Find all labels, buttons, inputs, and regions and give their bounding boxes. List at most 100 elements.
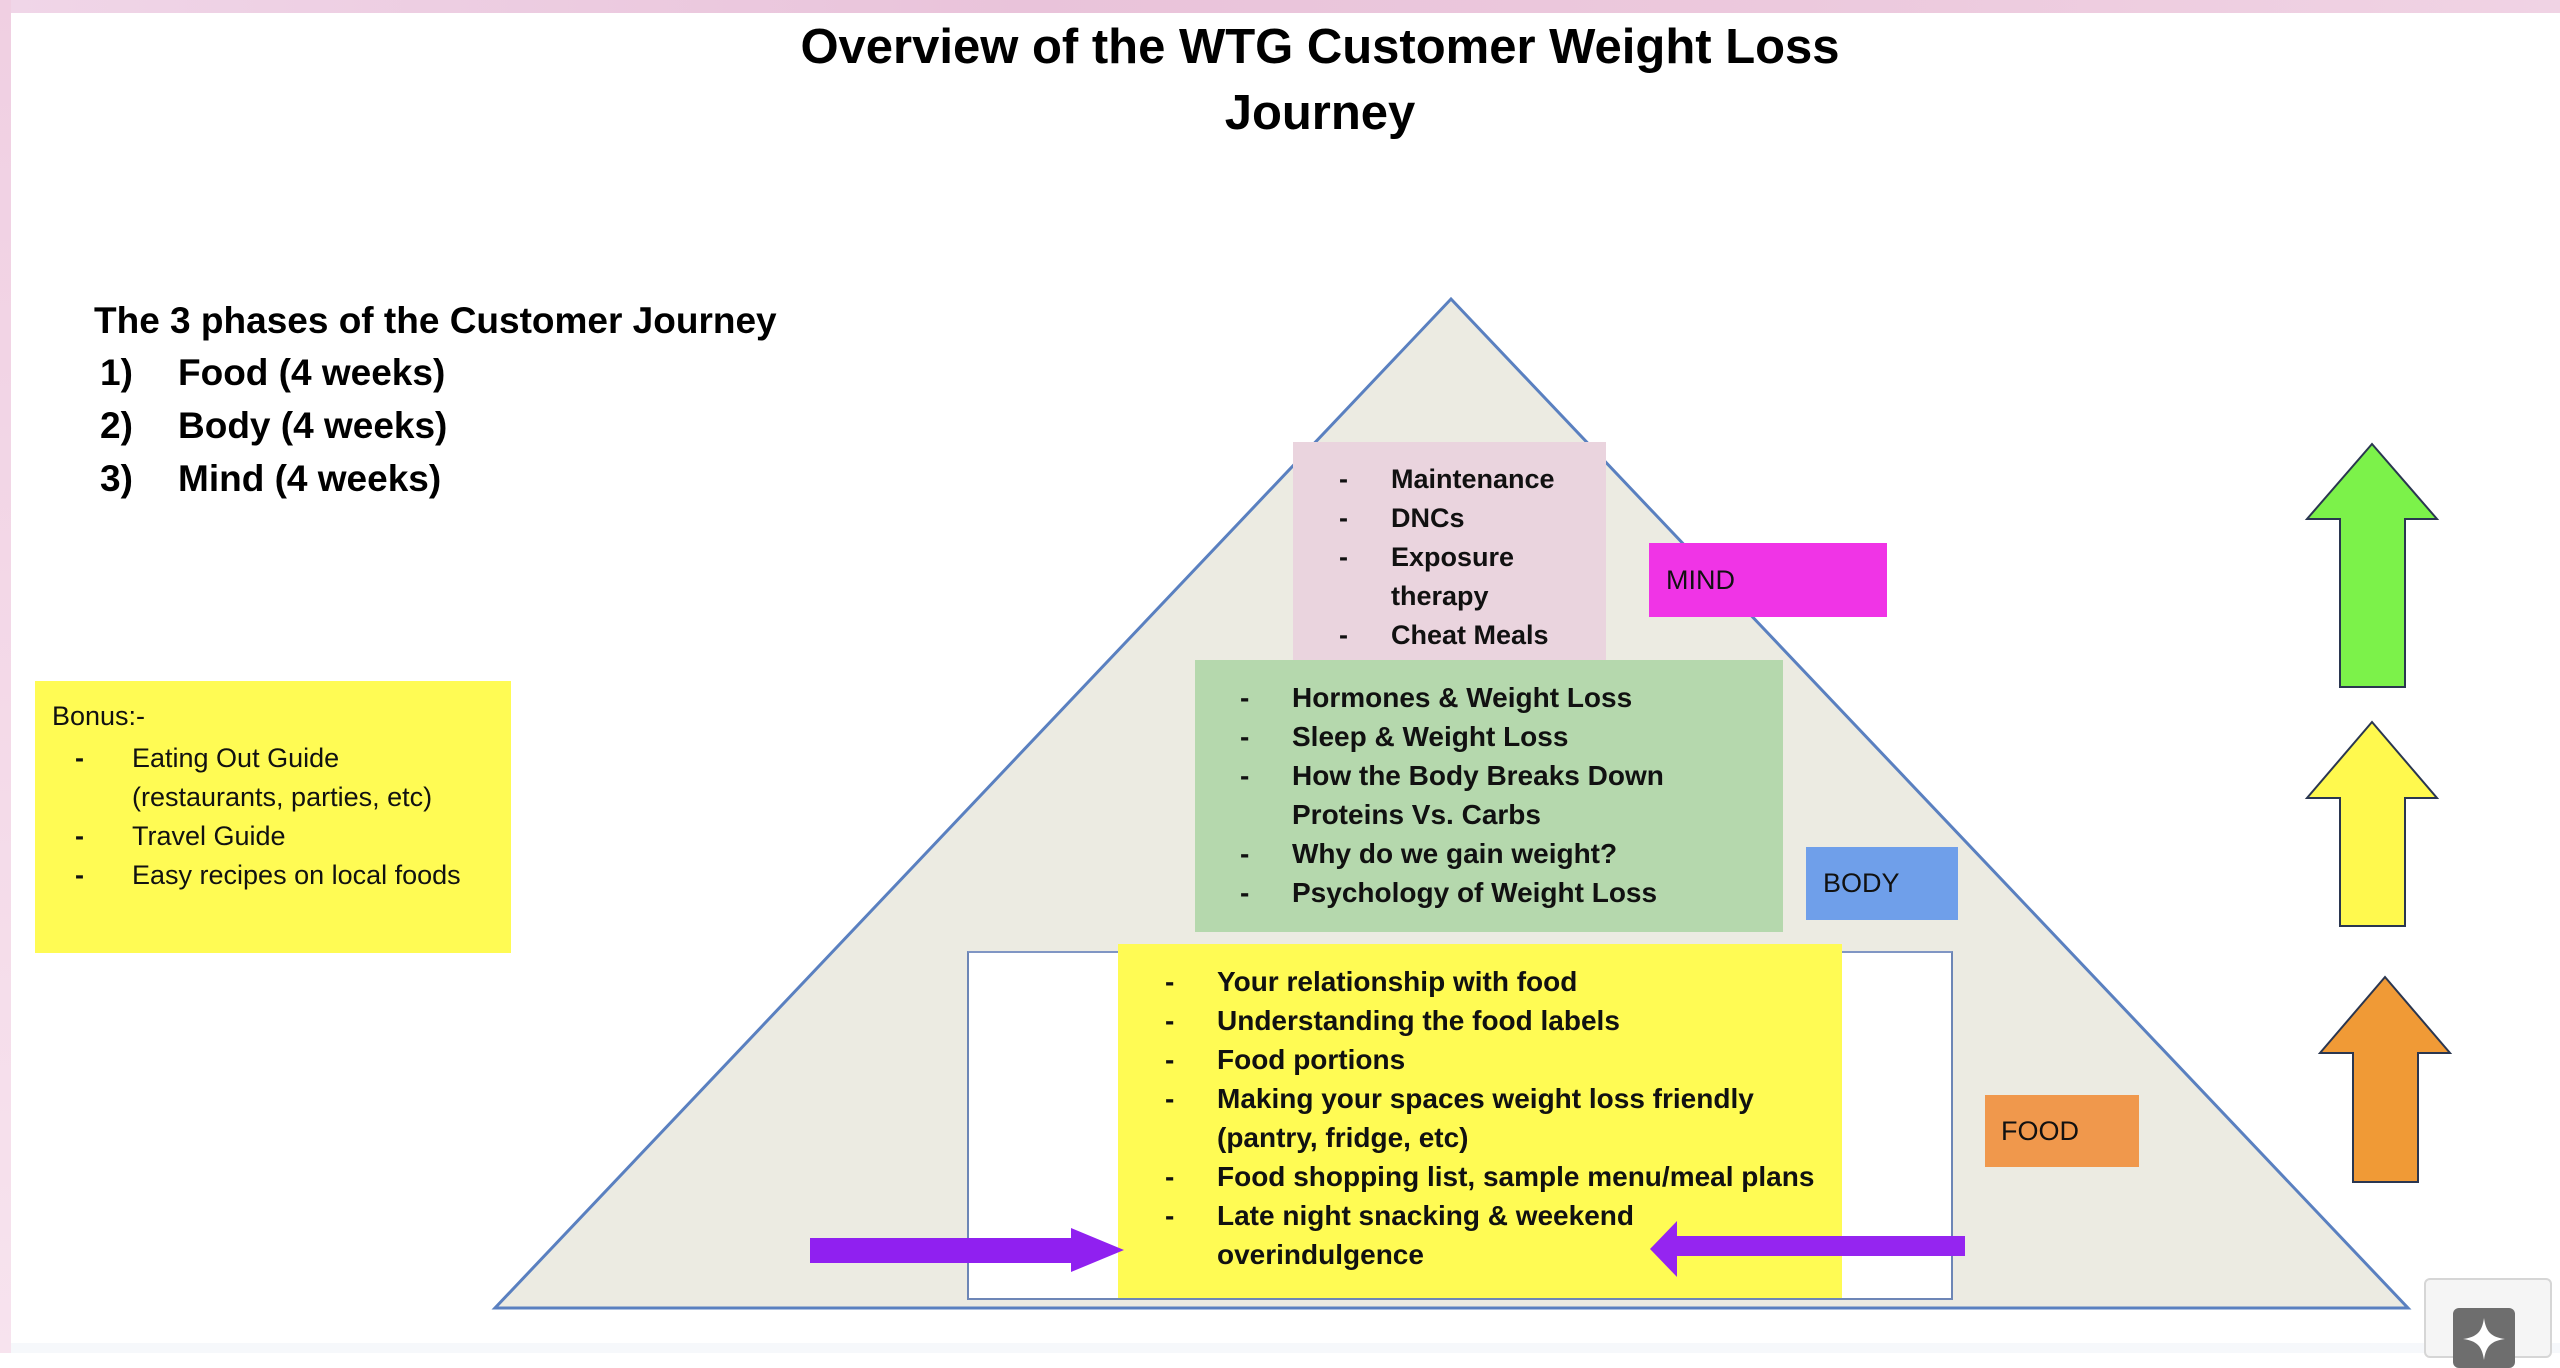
bullet: -	[75, 743, 84, 773]
window-left-border	[0, 0, 11, 1353]
topic-text: Making your spaces weight loss friendly	[1217, 1083, 1754, 1114]
bonus-item: - Travel Guide	[75, 817, 461, 856]
bonus-item-text: (restaurants, parties, etc)	[132, 782, 433, 812]
topic-text: Proteins Vs. Carbs	[1292, 799, 1541, 830]
body-label-text: BODY	[1823, 868, 1900, 898]
mind-topic: - DNCs	[1339, 499, 1555, 538]
bonus-list: - Eating Out Guide (restaurants, parties,…	[75, 739, 461, 895]
food-topic: - Understanding the food labels	[1165, 1001, 1814, 1040]
phase-item-food: 1) Food (4 weeks)	[94, 346, 777, 399]
bullet: -	[1165, 1161, 1175, 1192]
body-topic: Proteins Vs. Carbs	[1240, 795, 1664, 834]
window-top-border	[0, 0, 2560, 13]
bullet: -	[1339, 542, 1348, 572]
bullet: -	[1240, 760, 1250, 791]
mind-topic: - Maintenance	[1339, 460, 1555, 499]
phase-label: Body (4 weeks)	[178, 405, 448, 446]
body-topic: - How the Body Breaks Down	[1240, 756, 1664, 795]
topic-text: Late night snacking & weekend	[1217, 1200, 1634, 1231]
food-topic: (pantry, fridge, etc)	[1165, 1118, 1814, 1157]
food-topic: - Making your spaces weight loss friendly	[1165, 1079, 1814, 1118]
topic-text: Your relationship with food	[1217, 966, 1578, 997]
phase-number: 1)	[100, 352, 133, 393]
phases-list: The 3 phases of the Customer Journey 1) …	[94, 296, 777, 505]
topic-text: (pantry, fridge, etc)	[1217, 1122, 1469, 1153]
bullet: -	[1165, 1044, 1175, 1075]
topic-text: Hormones & Weight Loss	[1292, 682, 1633, 713]
phase-label: Mind (4 weeks)	[178, 458, 442, 499]
food-topic: - Late night snacking & weekend	[1165, 1196, 1814, 1235]
bullet: -	[75, 860, 84, 890]
food-topic: - Food shopping list, sample menu/meal pl…	[1165, 1157, 1814, 1196]
sparkle-icon	[2453, 1308, 2515, 1368]
bullet: -	[75, 821, 84, 851]
food-topic: - Food portions	[1165, 1040, 1814, 1079]
topic-text: Psychology of Weight Loss	[1292, 877, 1658, 908]
bullet: -	[1165, 1005, 1175, 1036]
bottom-bar	[11, 1343, 2560, 1353]
topic-text: Cheat Meals	[1391, 620, 1549, 650]
bullet: -	[1240, 721, 1250, 752]
bonus-item: - Eating Out Guide	[75, 739, 461, 778]
phase-item-mind: 3) Mind (4 weeks)	[94, 452, 777, 505]
mind-topic: -Exposure	[1339, 538, 1555, 577]
topic-text: How the Body Breaks Down	[1292, 760, 1664, 791]
bullet: -	[1165, 1200, 1175, 1231]
mind-up-arrow-icon	[2304, 442, 2440, 688]
slide-title-line-2: Journey	[1224, 86, 1416, 140]
body-topic: - Hormones & Weight Loss	[1240, 678, 1664, 717]
mind-label-text: MIND	[1666, 564, 1735, 595]
food-label: FOOD	[1985, 1095, 2139, 1167]
bonus-box: Bonus:- - Eating Out Guide (restaurants, …	[35, 681, 511, 953]
mind-label: MIND	[1649, 543, 1887, 617]
body-up-arrow-icon	[2304, 720, 2440, 927]
bonus-item: - Easy recipes on local foods	[75, 856, 461, 895]
right-pointing-arrow-icon	[810, 1228, 1124, 1272]
assistant-button[interactable]	[2424, 1278, 2552, 1368]
phase-number: 2)	[100, 405, 133, 446]
phase-number: 3)	[100, 458, 133, 499]
phase-label: Food (4 weeks)	[178, 352, 446, 393]
slide-title: Overview of the WTG Customer Weight Loss…	[700, 14, 1940, 146]
topic-text: Food portions	[1217, 1044, 1406, 1075]
bullet: -	[1165, 966, 1175, 997]
bonus-title: Bonus:-	[52, 701, 146, 731]
food-up-arrow-icon	[2317, 975, 2453, 1183]
mind-topic: therapy	[1339, 577, 1555, 616]
food-topic: - Your relationship with food	[1165, 962, 1814, 1001]
phase-item-body: 2) Body (4 weeks)	[94, 399, 777, 452]
phases-heading: The 3 phases of the Customer Journey	[94, 300, 777, 341]
topic-text: Maintenance	[1391, 464, 1555, 494]
body-topic: - Why do we gain weight?	[1240, 834, 1664, 873]
body-topics: - Hormones & Weight Loss - Sleep & Weight …	[1240, 678, 1664, 912]
bullet: -	[1339, 503, 1348, 533]
bonus-item-text: Easy recipes on local foods	[132, 860, 461, 890]
body-topic: - Psychology of Weight Loss	[1240, 873, 1664, 912]
topic-text: Understanding the food labels	[1217, 1005, 1620, 1036]
bonus-item-text: Travel Guide	[132, 821, 286, 851]
topic-text: therapy	[1391, 581, 1489, 611]
body-label: BODY	[1806, 847, 1958, 920]
topic-text: Food shopping list, sample menu/meal pla…	[1217, 1161, 1815, 1192]
bonus-item-text: Eating Out Guide	[132, 743, 340, 773]
mind-topics: - Maintenance - DNCs -Exposure therapy - Ch…	[1339, 460, 1555, 655]
slide-title-line-1: Overview of the WTG Customer Weight Loss	[800, 20, 1840, 74]
bullet: -	[1240, 682, 1250, 713]
topic-text: Why do we gain weight?	[1292, 838, 1618, 869]
bullet: -	[1339, 464, 1348, 494]
mind-topic: - Cheat Meals	[1339, 616, 1555, 655]
topic-text: overindulgence	[1217, 1239, 1424, 1270]
bullet: -	[1240, 838, 1250, 869]
left-pointing-arrow-icon	[1650, 1221, 1965, 1277]
bonus-item: (restaurants, parties, etc)	[75, 778, 461, 817]
topic-text: DNCs	[1391, 503, 1465, 533]
body-topic: - Sleep & Weight Loss	[1240, 717, 1664, 756]
bullet: -	[1339, 620, 1348, 650]
bullet: -	[1165, 1083, 1175, 1114]
food-label-text: FOOD	[2001, 1115, 2079, 1146]
food-topics: - Your relationship with food - Understand…	[1165, 962, 1814, 1274]
topic-text: Sleep & Weight Loss	[1292, 721, 1569, 752]
bullet: -	[1240, 877, 1250, 908]
mind-tier-box: - Maintenance - DNCs -Exposure therapy - Ch…	[1293, 442, 1606, 674]
